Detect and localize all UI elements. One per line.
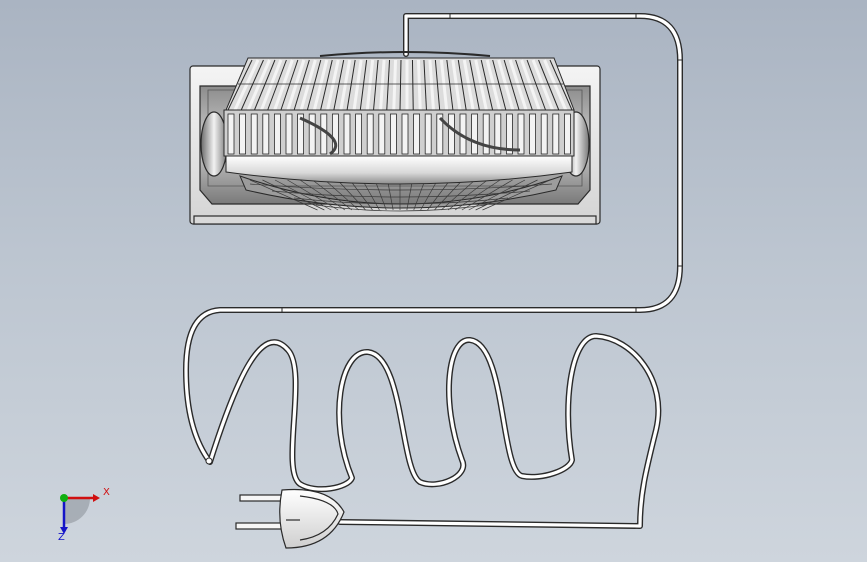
orientation-triad[interactable]: X Z bbox=[44, 478, 114, 548]
power-plug[interactable] bbox=[235, 488, 345, 549]
fan-head-guard[interactable] bbox=[223, 57, 575, 212]
axis-triad-icon bbox=[60, 494, 100, 534]
z-axis-label: Z bbox=[58, 532, 65, 543]
power-cord[interactable] bbox=[183, 13, 683, 529]
x-axis-label: X bbox=[103, 487, 110, 498]
